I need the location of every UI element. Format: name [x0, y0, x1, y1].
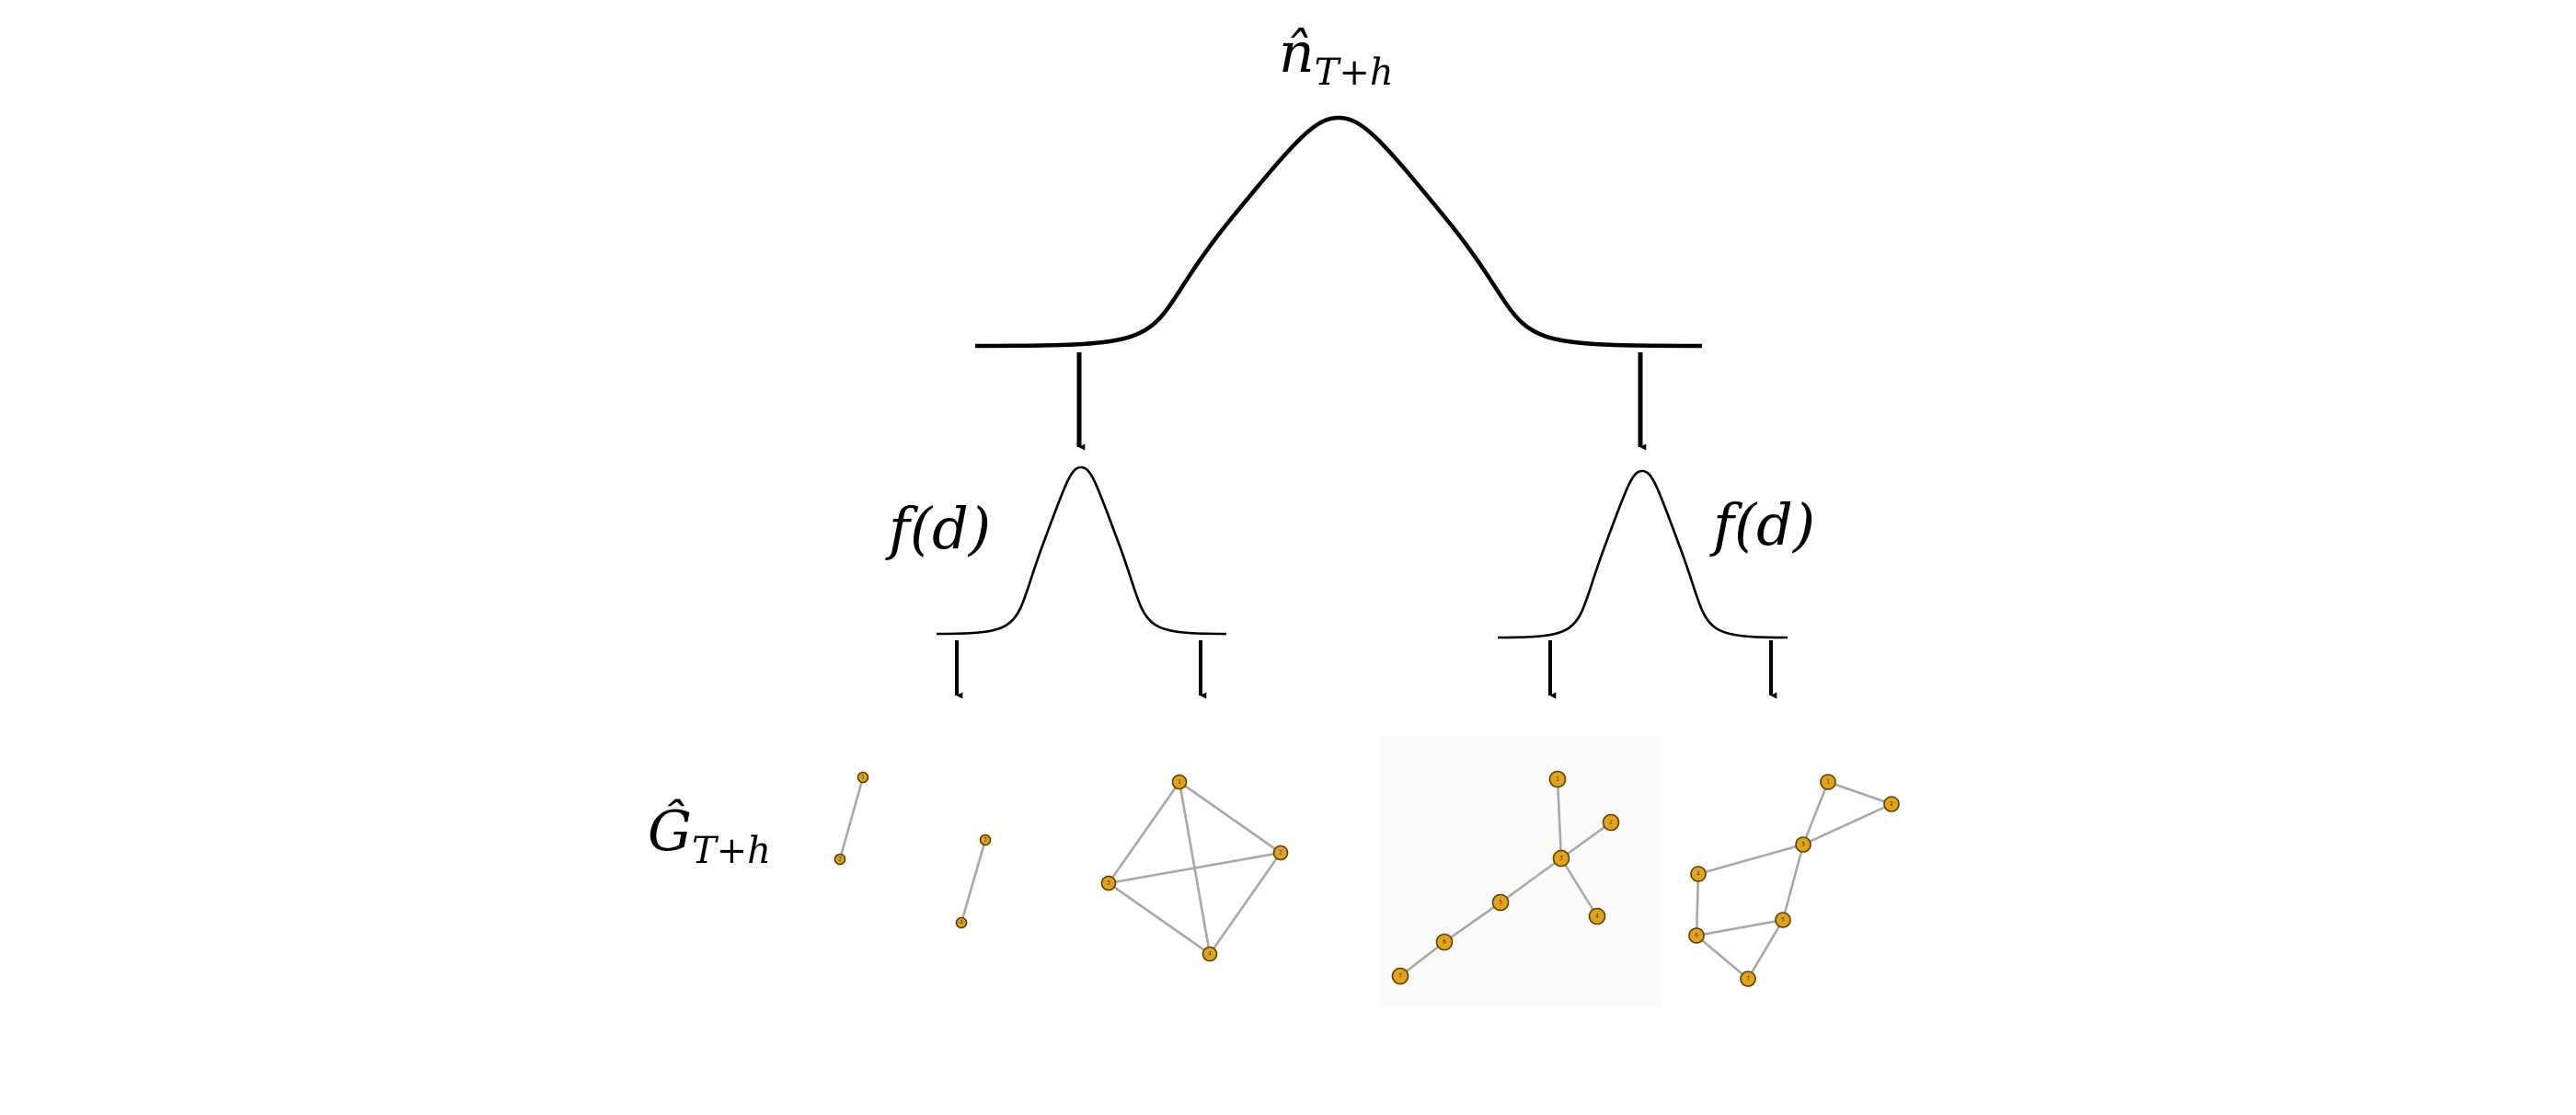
graph-4-node: [1795, 836, 1811, 853]
graph-3-node: [1588, 907, 1606, 925]
graph-4-edge-4: [1697, 843, 1804, 876]
graph-1-node: [857, 771, 869, 784]
graph-4-node: [1883, 796, 1900, 812]
graph-label-subscript: T+h: [692, 830, 771, 872]
graph-3-node-label: 2: [1609, 820, 1613, 826]
graph-4-node: [1775, 912, 1791, 928]
graph-3: 1 2 3 4 5 6 7: [1391, 770, 1620, 985]
graph-1: 1 2 3 4: [834, 771, 992, 929]
graph-3-edge-4: [1500, 856, 1562, 904]
top-label-subscript: T+h: [1315, 52, 1394, 94]
graph-1-node-label: 2: [838, 856, 842, 863]
graph-3-node: [1491, 893, 1510, 912]
graph-4-edge-6: [1695, 873, 1700, 937]
graph-2-node-label: 4: [1208, 951, 1212, 958]
graph-4-node: [1688, 927, 1705, 944]
graph-3-node: [1602, 813, 1620, 832]
graph-1-node-label: 4: [960, 920, 963, 926]
graph-2-edge-4: [1108, 851, 1282, 885]
graph-sample-label: ĜT+h: [648, 798, 771, 872]
graph-1-node: [955, 916, 968, 929]
right-bell-curve: [1497, 469, 1788, 639]
graph-3-node: [1435, 933, 1454, 951]
graph-4-node-label: 2: [1890, 801, 1893, 808]
graph-4-node-label: 1: [1826, 779, 1830, 786]
graph-3-node-label: 4: [1595, 914, 1599, 920]
graph-1-node-label: 1: [861, 775, 865, 781]
graph-4-edge-7: [1696, 918, 1784, 937]
graph-4-node: [1690, 866, 1707, 882]
graph-2-node: [1171, 774, 1188, 790]
graph-2-edge-2: [1107, 781, 1181, 884]
graph-4: 1 2 3 4 5 6 7: [1688, 774, 1900, 987]
graph-3-edge-6: [1399, 940, 1445, 978]
graph-2-edge-6: [1108, 881, 1211, 956]
graph-2-edge-5: [1208, 852, 1282, 955]
graph-4-node: [1820, 774, 1836, 790]
graph-2: 1 2 3 4: [1100, 774, 1289, 962]
top-distribution-label: n̂T+h: [1279, 21, 1394, 94]
graph-3-panel: [1380, 736, 1661, 1007]
graph-3-node-label: 1: [1556, 776, 1559, 783]
graph-4-edge-5: [1781, 844, 1805, 921]
graph-3-node-label: 3: [1559, 856, 1563, 862]
graph-2-node: [1202, 946, 1218, 962]
graph-2-node-label: 2: [1279, 850, 1282, 856]
graph-1-node-label: 3: [983, 837, 987, 844]
graph-1-edge-2: [960, 839, 987, 924]
graph-3-node-label: 7: [1398, 973, 1402, 980]
graph-4-node-label: 4: [1696, 871, 1700, 878]
left-distribution-label: f(d): [885, 495, 991, 562]
graph-3-edge-5: [1443, 901, 1501, 944]
graph-2-node: [1272, 845, 1289, 861]
graph-3-node-label: 5: [1499, 900, 1502, 906]
left-bell-curve: [936, 466, 1227, 636]
graph-2-node: [1100, 875, 1117, 891]
graph-1-node: [979, 833, 992, 846]
graph-3-node: [1548, 770, 1567, 788]
graph-3-edge-1: [1556, 778, 1563, 859]
graph-4-node: [1740, 971, 1756, 987]
graph-2-node-label: 1: [1178, 779, 1181, 786]
graph-4-node-label: 7: [1746, 976, 1750, 983]
graph-3-edge-3: [1559, 857, 1599, 917]
graph-4-edge-2: [1801, 781, 1830, 845]
graph-4-edge-8: [1746, 919, 1785, 980]
graph-1-node: [834, 853, 846, 866]
graph-3-node: [1391, 967, 1409, 985]
graph-4-node-label: 5: [1781, 917, 1785, 924]
graph-4-edge-9: [1696, 935, 1749, 980]
graph-3-edge-2: [1560, 821, 1612, 860]
graph-3-node: [1552, 849, 1570, 868]
top-label-base: n̂: [1279, 21, 1315, 86]
graph-1-edge-1: [838, 776, 865, 860]
graph-4-node-label: 6: [1695, 933, 1698, 939]
top-bell-curve: [974, 115, 1703, 349]
graph-label-base: Ĝ: [648, 798, 692, 864]
graph-3-node-label: 6: [1443, 939, 1446, 946]
graph-4-node-label: 3: [1801, 842, 1805, 848]
graph-4-edge-1: [1827, 780, 1892, 806]
graph-2-edge-1: [1179, 780, 1282, 855]
graph-2-node-label: 3: [1107, 880, 1110, 887]
right-distribution-label: f(d): [1709, 491, 1815, 558]
graph-4-edge-3: [1802, 802, 1892, 846]
